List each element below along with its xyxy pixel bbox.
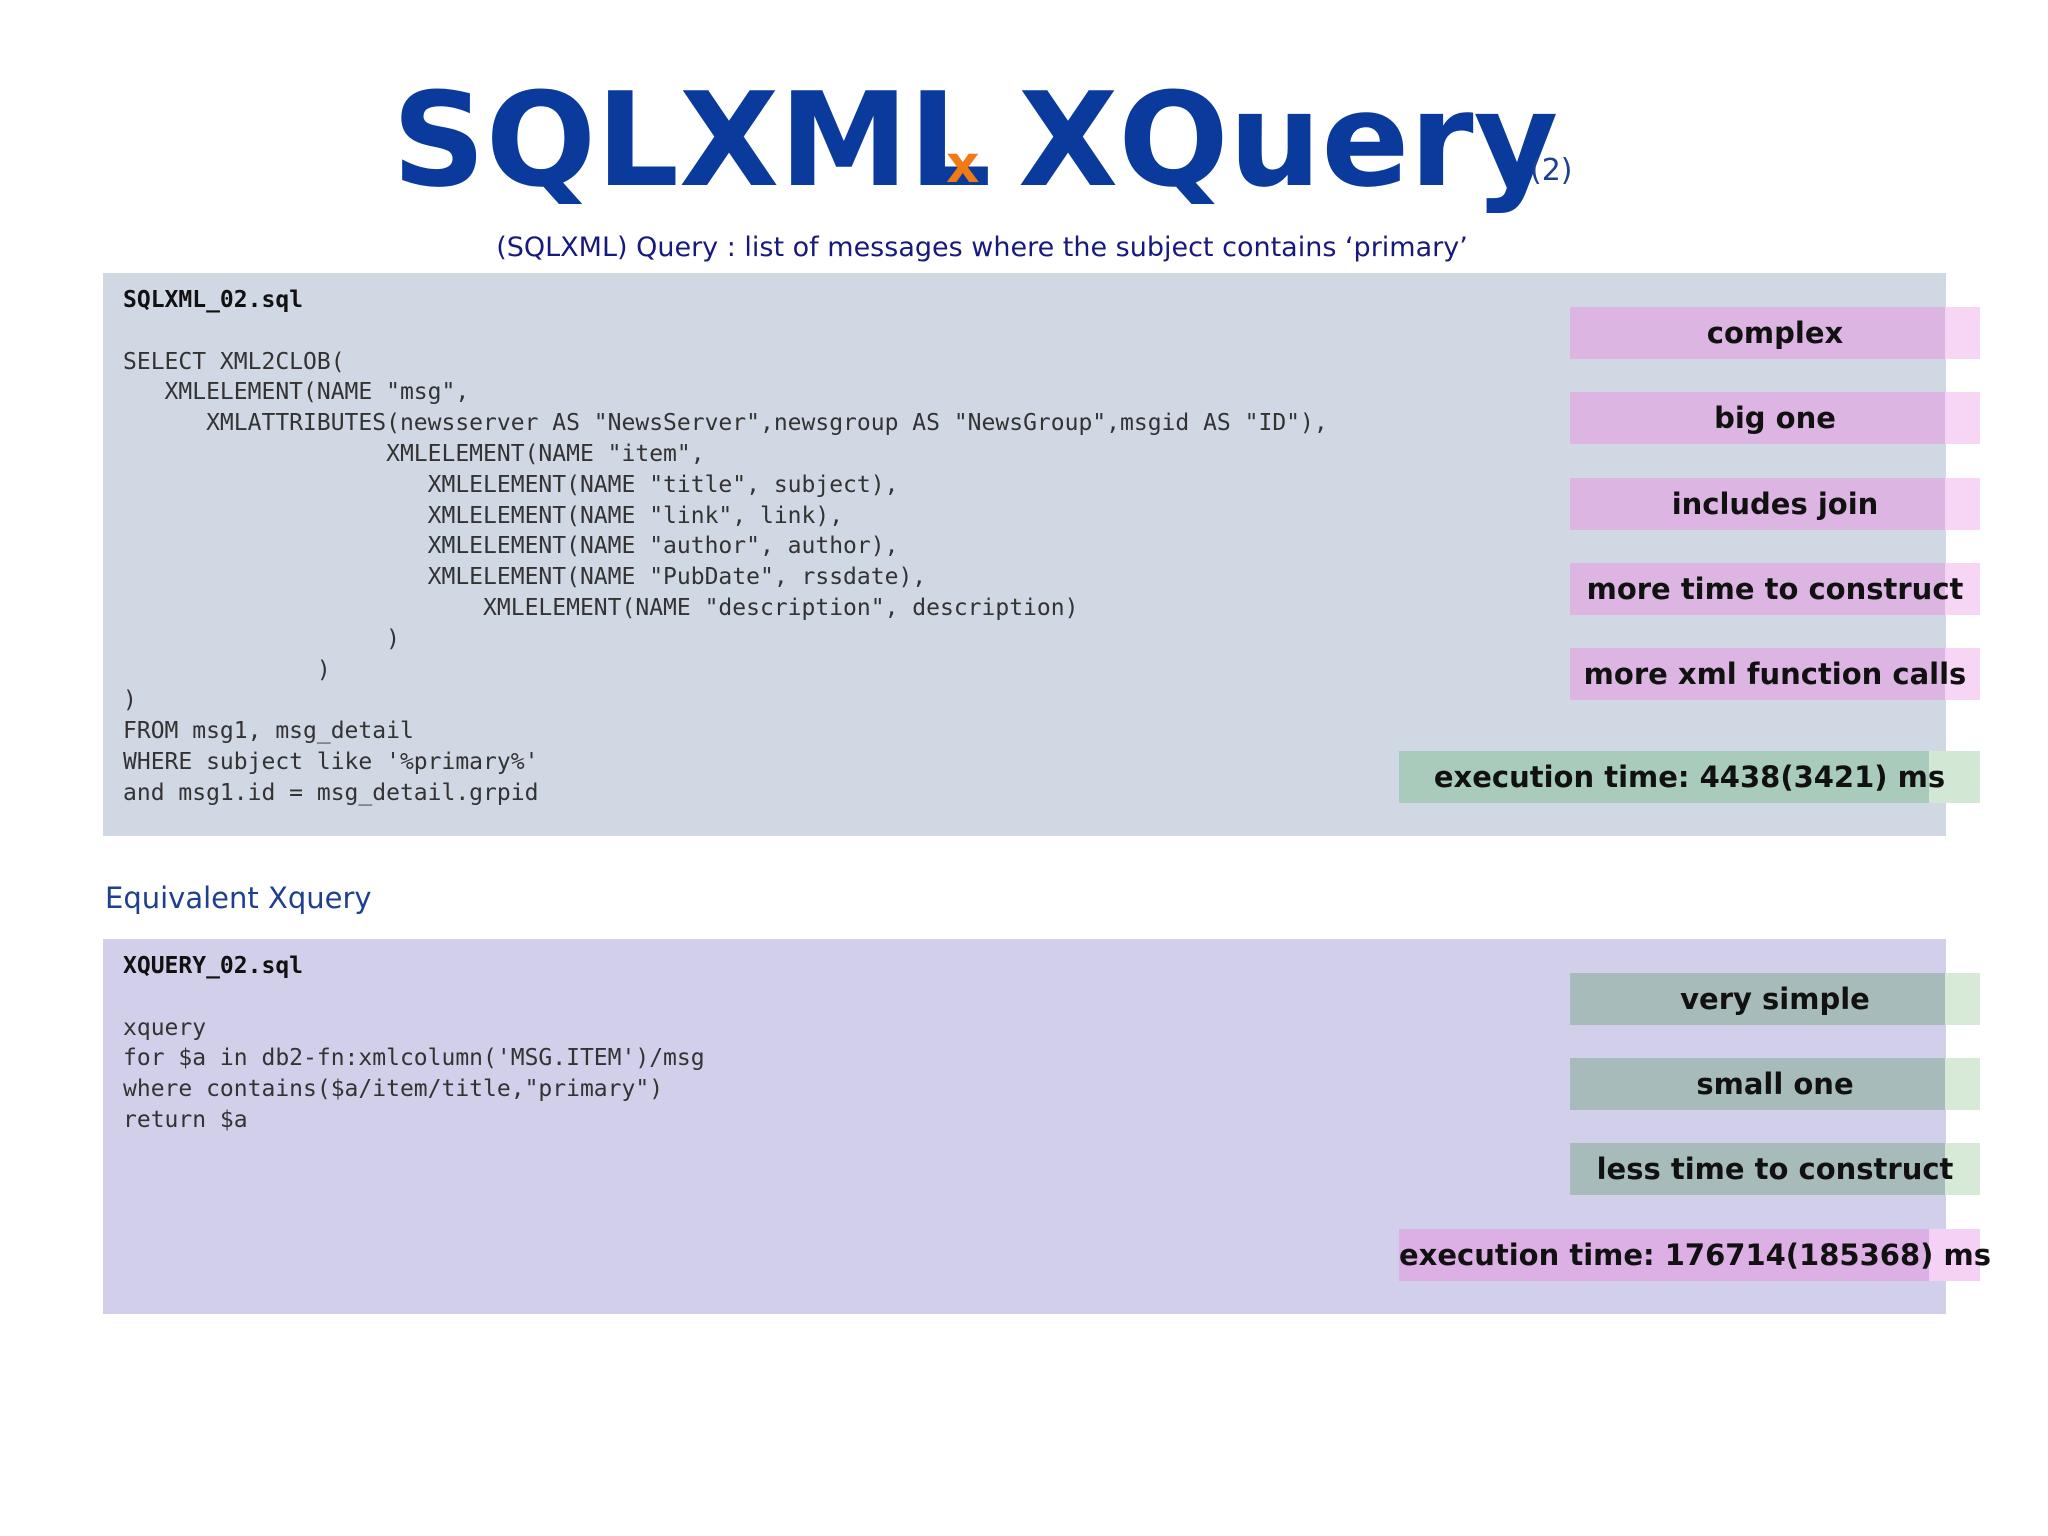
- sqlxml-code-panel: SQLXML_02.sql SELECT XML2CLOB( XMLELEMEN…: [103, 273, 1946, 836]
- tag-small-one: small one: [1570, 1058, 1980, 1110]
- tag-less-time-to-construct: less time to construct: [1570, 1143, 1980, 1195]
- title-sqlxml: SQLXML: [392, 64, 992, 216]
- xquery-execution-time: execution time: 176714(185368) ms: [1399, 1229, 1991, 1281]
- title-versus-mark: x: [946, 135, 980, 195]
- slide-number: (2): [1530, 153, 1573, 188]
- tag-very-simple: very simple: [1570, 973, 1980, 1025]
- xquery-code-block: XQUERY_02.sql xquery for $a in db2-fn:xm…: [123, 951, 705, 1136]
- tag-complex: complex: [1570, 307, 1980, 359]
- equivalent-xquery-heading: Equivalent Xquery: [105, 881, 372, 915]
- xquery-filename: XQUERY_02.sql: [123, 953, 304, 979]
- sqlxml-code-block: SQLXML_02.sql SELECT XML2CLOB( XMLELEMEN…: [123, 285, 1328, 809]
- tag-more-time-to-construct: more time to construct: [1570, 563, 1980, 615]
- tag-includes-join: includes join: [1570, 478, 1980, 530]
- xquery-code-text: xquery for $a in db2-fn:xmlcolumn('MSG.I…: [123, 1014, 705, 1133]
- title-xquery: XQuery: [1018, 64, 1559, 216]
- query-description: (SQLXML) Query : list of messages where …: [496, 232, 1468, 263]
- sqlxml-execution-time: execution time: 4438(3421) ms: [1399, 751, 1980, 803]
- sqlxml-filename: SQLXML_02.sql: [123, 287, 304, 313]
- tag-more-xml-function-calls: more xml function calls: [1570, 648, 1980, 700]
- tag-big-one: big one: [1570, 392, 1980, 444]
- slide-title: SQLXML x XQuery (2): [0, 65, 2048, 215]
- sqlxml-code-text: SELECT XML2CLOB( XMLELEMENT(NAME "msg", …: [123, 348, 1328, 806]
